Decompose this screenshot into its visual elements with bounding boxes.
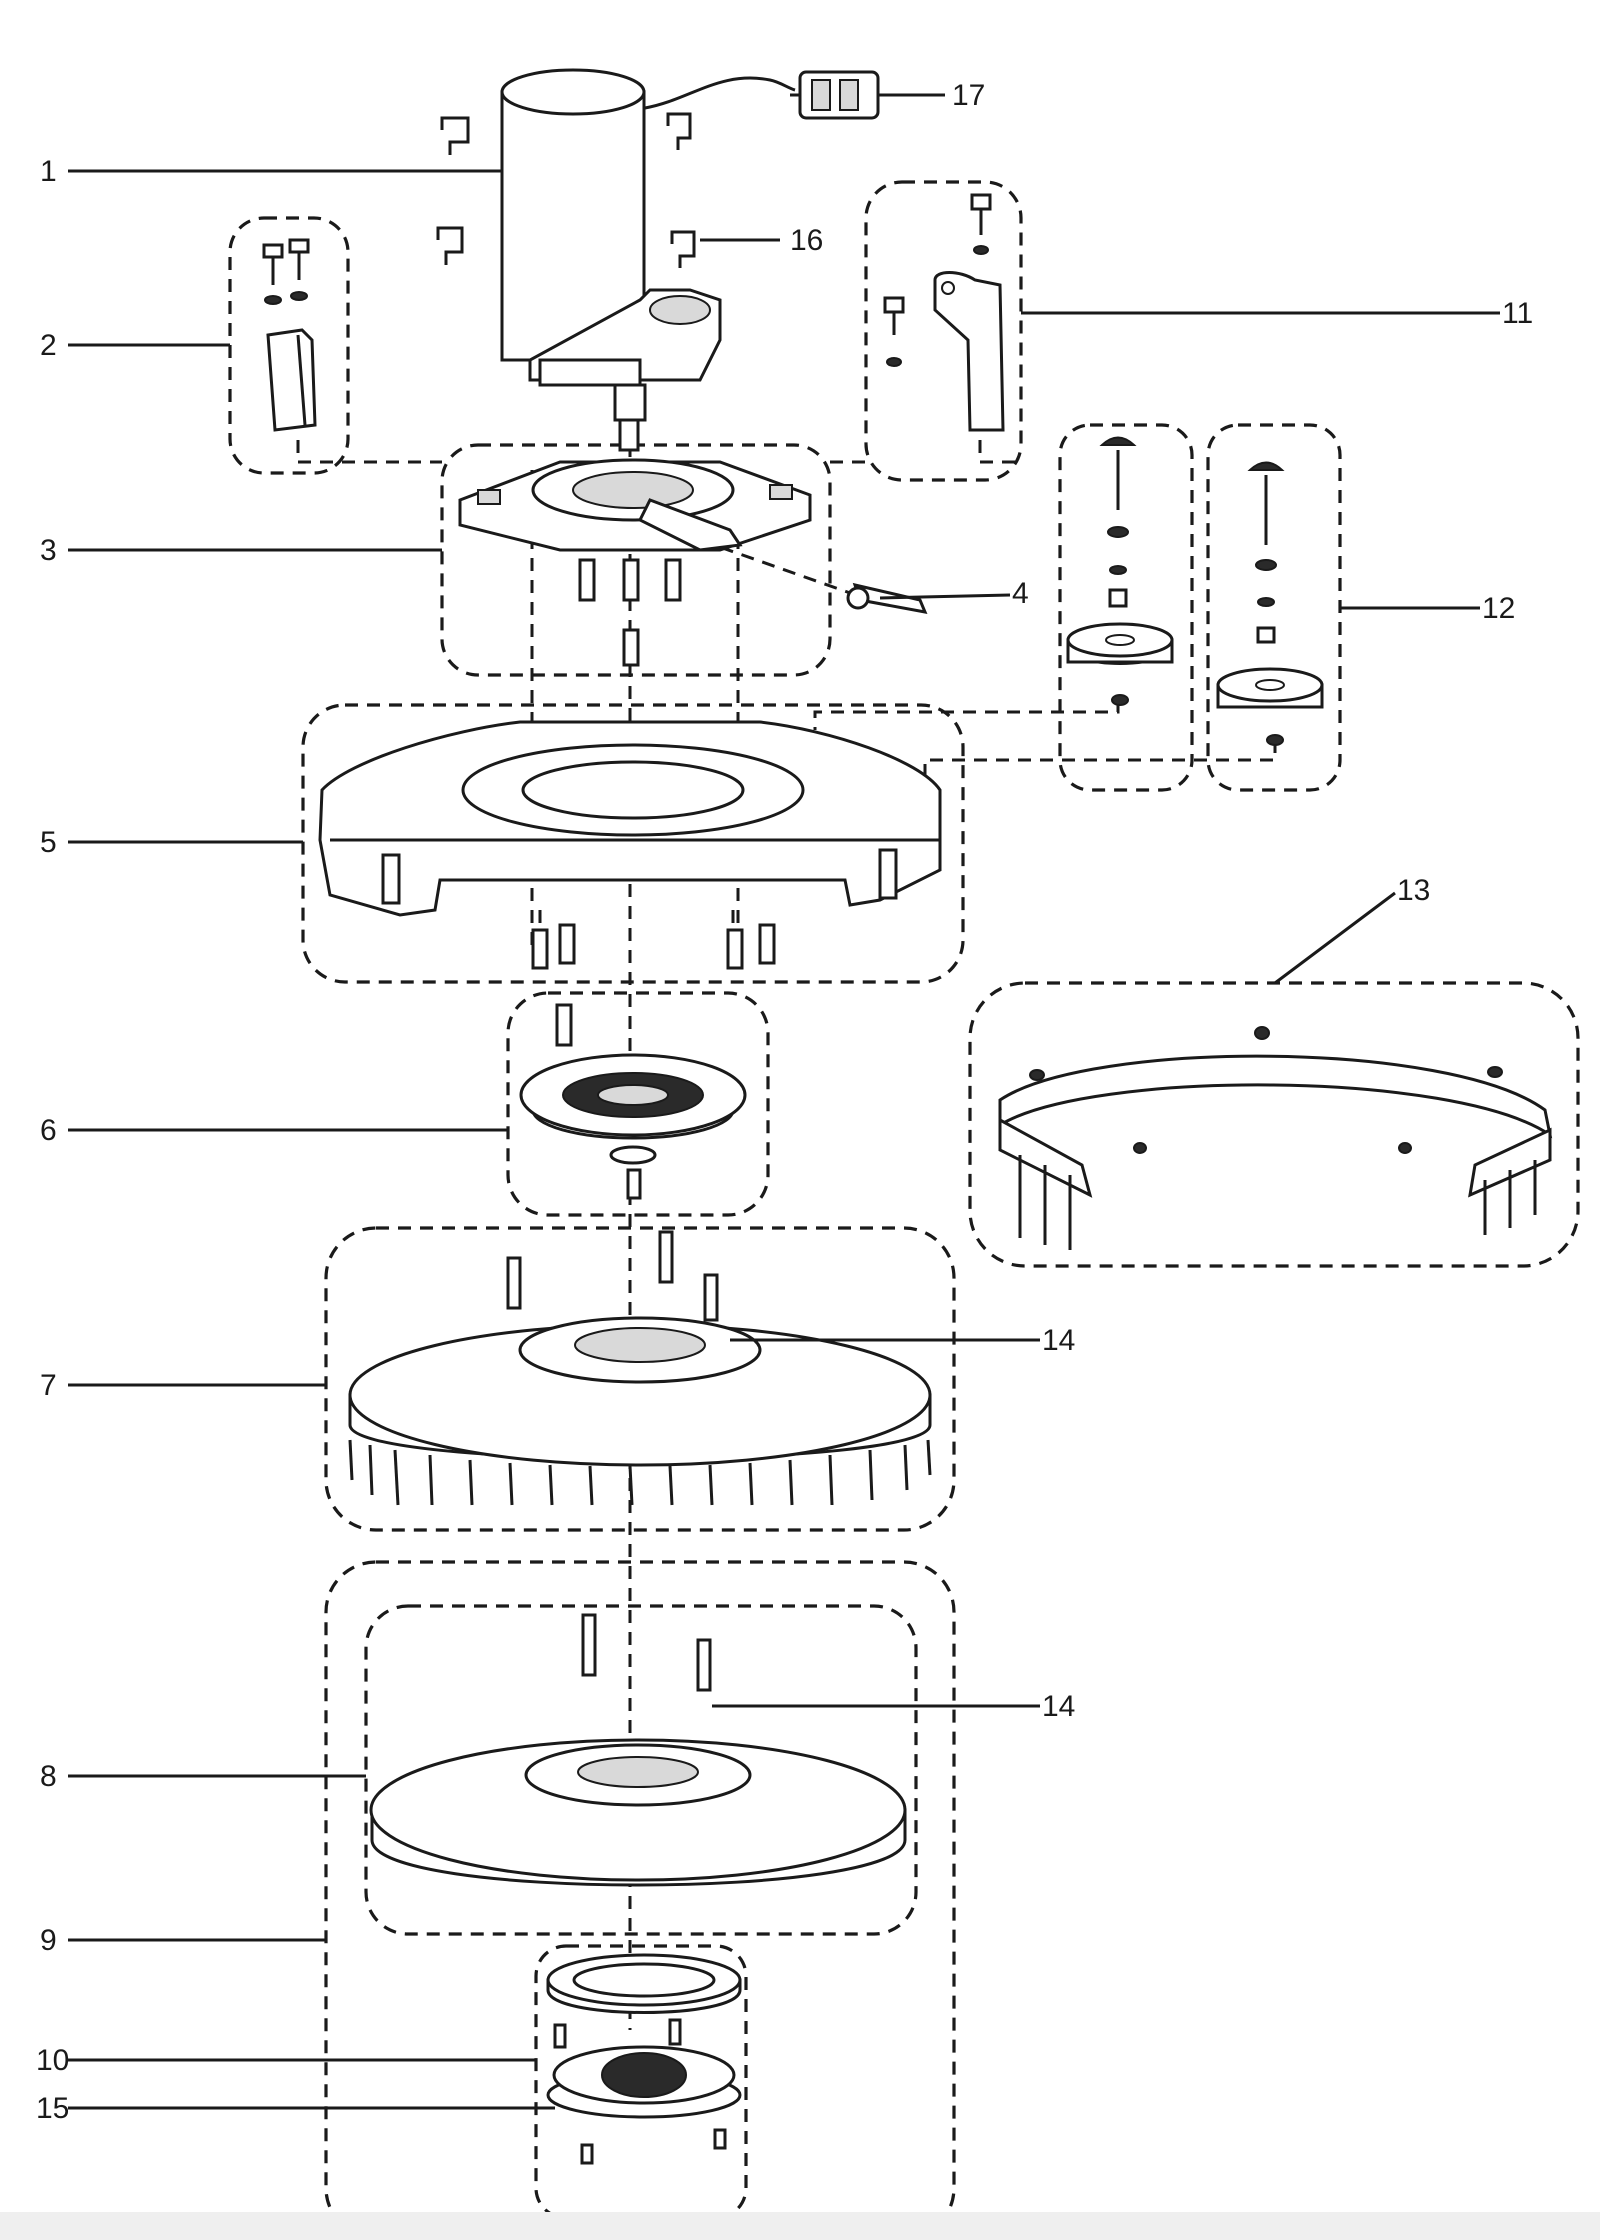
group-8-outline — [364, 1604, 918, 1936]
deck-part-5 — [318, 720, 942, 970]
group-13-outline — [968, 981, 1580, 1268]
callout-9: 9 — [40, 1924, 57, 1957]
callout-15: 15 — [36, 2092, 69, 2125]
callout-8: 8 — [40, 1760, 57, 1793]
group-9-outline — [324, 1560, 956, 2240]
stack-part-12b — [1216, 461, 1324, 746]
group-12a-outline — [1058, 423, 1194, 792]
callout-12: 12 — [1482, 592, 1515, 625]
callout-2: 2 — [40, 329, 57, 362]
callout-16: 16 — [790, 224, 823, 257]
callout-7: 7 — [40, 1369, 57, 1402]
footer-bar — [0, 2212, 1600, 2240]
callout-4: 4 — [1012, 577, 1029, 610]
callout-10: 10 — [36, 2044, 69, 2077]
callout-5: 5 — [40, 826, 57, 859]
clips-part-16 — [436, 112, 696, 268]
group-outlines — [228, 180, 1580, 2240]
callout-3: 3 — [40, 534, 57, 567]
bracket-part-2 — [262, 238, 317, 432]
group-7-outline — [324, 1226, 956, 1532]
callout-1: 1 — [40, 155, 57, 188]
callout-17: 17 — [952, 79, 985, 112]
group-11-outline — [864, 180, 1023, 482]
retainer-part-10-15 — [546, 1953, 742, 2165]
callout-14-upper: 14 — [1042, 1324, 1075, 1357]
callout-13: 13 — [1397, 874, 1430, 907]
driveplate-part-6 — [519, 1003, 747, 1200]
paddriver-part-8 — [369, 1613, 907, 1887]
callout-11: 11 — [1502, 297, 1533, 330]
motor-part-1 — [500, 68, 722, 452]
pin-part-4 — [846, 582, 928, 614]
brush-part-7 — [348, 1230, 932, 1506]
group-6-outline — [506, 991, 770, 1217]
skirt-part-13 — [998, 1026, 1553, 1250]
leader-lines — [68, 93, 1500, 2110]
callout-6: 6 — [40, 1114, 57, 1147]
callout-labels: 1 2 3 4 5 6 7 8 9 10 15 11 12 13 14 14 1… — [36, 79, 1533, 2125]
switch-part-17 — [644, 70, 895, 120]
callout-14-lower: 14 — [1042, 1690, 1075, 1723]
plate-part-3 — [458, 458, 812, 667]
stack-part-12a — [1066, 436, 1174, 706]
bracket-part-11 — [883, 193, 1005, 432]
